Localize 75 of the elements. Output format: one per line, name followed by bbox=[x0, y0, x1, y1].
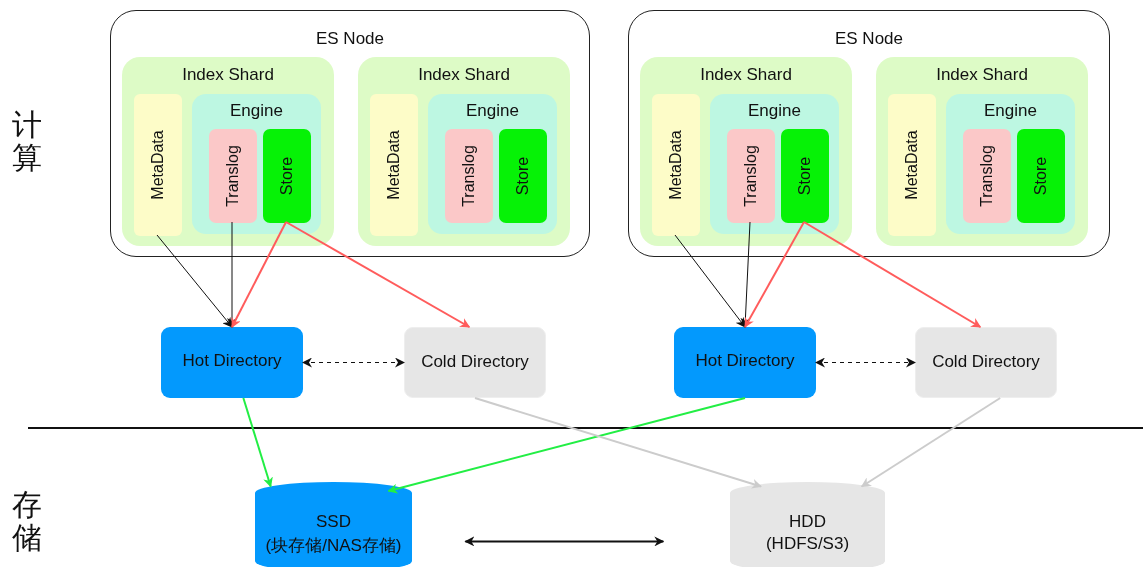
engine-panel bbox=[428, 94, 557, 234]
storage-subtitle: (块存储/NAS存储) bbox=[264, 535, 403, 557]
arrow bbox=[227, 221, 237, 328]
dashed-arrow bbox=[815, 357, 916, 368]
directory-label: Cold Directory bbox=[931, 352, 1041, 372]
shard-title: Index Shard bbox=[417, 65, 511, 85]
arrow bbox=[156, 234, 233, 328]
index-shard-panel bbox=[122, 57, 334, 246]
box-label: Store bbox=[796, 156, 814, 196]
section-label: 存储 bbox=[12, 488, 42, 554]
store-box bbox=[1017, 129, 1065, 223]
store-box bbox=[781, 129, 829, 223]
box-label: Translog bbox=[742, 145, 760, 207]
arrow bbox=[242, 397, 273, 488]
node-title: ES Node bbox=[833, 29, 904, 49]
box-label: MetaData bbox=[385, 130, 403, 200]
engine-panel bbox=[192, 94, 321, 234]
shard-title: Index Shard bbox=[699, 65, 793, 85]
storage-title: SSD bbox=[315, 512, 352, 532]
translog-box bbox=[727, 129, 775, 223]
shard-title: Index Shard bbox=[935, 65, 1029, 85]
storage-cylinder bbox=[255, 482, 412, 567]
engine-title: Engine bbox=[747, 101, 802, 121]
index-shard-panel bbox=[876, 57, 1088, 246]
box-label: MetaData bbox=[149, 130, 167, 200]
box-label: Translog bbox=[224, 145, 242, 207]
engine-panel bbox=[710, 94, 839, 234]
box-label: MetaData bbox=[903, 130, 921, 200]
directory-label: Hot Directory bbox=[181, 351, 283, 371]
section-label: 计算 bbox=[12, 108, 42, 174]
box-label: Store bbox=[1032, 156, 1050, 196]
index-shard-panel bbox=[358, 57, 570, 246]
engine-title: Engine bbox=[983, 101, 1038, 121]
translog-box bbox=[445, 129, 493, 223]
shard-title: Index Shard bbox=[181, 65, 275, 85]
engine-panel bbox=[946, 94, 1075, 234]
metadata-box bbox=[888, 94, 936, 236]
arrow bbox=[860, 397, 1002, 488]
storage-subtitle: (HDFS/S3) bbox=[764, 534, 851, 554]
arrow bbox=[231, 221, 287, 328]
box-label: Translog bbox=[460, 145, 478, 207]
arrow bbox=[464, 536, 665, 547]
translog-box bbox=[963, 129, 1011, 223]
box-label: Store bbox=[514, 156, 532, 196]
arrow bbox=[744, 221, 805, 328]
node-title: ES Node bbox=[314, 29, 385, 49]
directory-box bbox=[915, 327, 1057, 398]
metadata-box bbox=[652, 94, 700, 236]
arrow bbox=[387, 397, 746, 494]
dashed-arrow bbox=[302, 357, 405, 368]
directory-label: Hot Directory bbox=[694, 351, 796, 371]
box-label: Store bbox=[278, 156, 296, 196]
arrow bbox=[803, 221, 982, 328]
directory-box bbox=[674, 327, 816, 398]
server-node-panel bbox=[110, 10, 590, 257]
metadata-box bbox=[370, 94, 418, 236]
directory-box bbox=[161, 327, 303, 398]
directory-label: Cold Directory bbox=[420, 352, 530, 372]
translog-box bbox=[209, 129, 257, 223]
storage-cylinder bbox=[730, 482, 885, 567]
engine-title: Engine bbox=[229, 101, 284, 121]
arrow bbox=[285, 221, 471, 328]
arrow bbox=[674, 234, 746, 328]
store-box bbox=[263, 129, 311, 223]
arrow bbox=[740, 221, 751, 328]
storage-title: HDD bbox=[788, 512, 827, 532]
engine-title: Engine bbox=[465, 101, 520, 121]
box-label: Translog bbox=[978, 145, 996, 207]
metadata-box bbox=[134, 94, 182, 236]
arrow bbox=[474, 397, 762, 489]
directory-box bbox=[404, 327, 546, 398]
store-box bbox=[499, 129, 547, 223]
box-label: MetaData bbox=[667, 130, 685, 200]
server-node-panel bbox=[628, 10, 1110, 257]
index-shard-panel bbox=[640, 57, 852, 246]
